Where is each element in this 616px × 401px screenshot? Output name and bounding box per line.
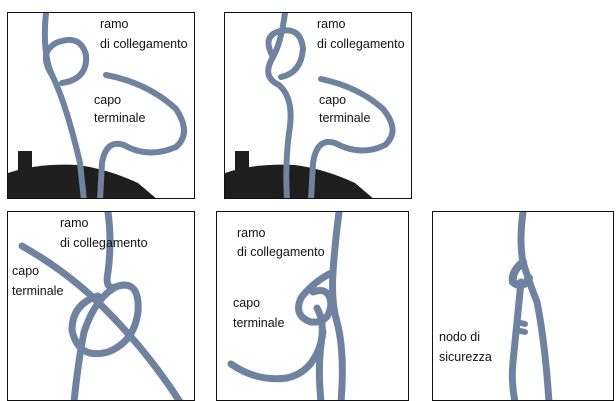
ramo-label-line1: ramo	[237, 226, 266, 240]
ramo-label-line1: ramo	[60, 216, 89, 230]
ramo-label-line1: ramo	[100, 17, 129, 31]
capo-label-line1: capo	[94, 93, 122, 107]
capo-label-line1: capo	[319, 93, 347, 107]
rope-illustration-step-4	[227, 212, 346, 400]
ramo-label-line2: di collegamento	[317, 37, 405, 51]
nodo-label-line2: sicurezza	[439, 350, 492, 364]
ramo-label-line2: di collegamento	[100, 37, 188, 51]
capo-label-line1: capo	[12, 264, 40, 278]
rope-illustration-step-1	[8, 13, 187, 198]
knot-step-1-panel: ramo di collegamento capo terminale	[7, 12, 195, 199]
knot-step-4-panel: ramo di collegamento capo terminale	[216, 211, 409, 401]
capo-label-line2: terminale	[12, 284, 64, 298]
capo-label-line2: terminale	[319, 111, 371, 125]
capo-label-line2: terminale	[94, 111, 146, 125]
ramo-label-line2: di collegamento	[237, 245, 325, 259]
ramo-label-line2: di collegamento	[60, 236, 148, 250]
knot-step-2-panel: ramo di collegamento capo terminale	[224, 12, 412, 199]
rope-illustration-step-5	[508, 212, 553, 400]
rope-illustration-step-3	[18, 212, 183, 400]
knot-step-5-panel: nodo di sicurezza	[432, 211, 614, 401]
knot-step-3-panel: ramo di collegamento capo terminale	[7, 211, 195, 401]
rope-illustration-step-2	[225, 13, 396, 198]
capo-label-line1: capo	[233, 296, 261, 310]
nodo-label-line1: nodo di	[439, 330, 481, 344]
ramo-label-line1: ramo	[317, 17, 346, 31]
capo-label-line2: terminale	[233, 316, 285, 330]
